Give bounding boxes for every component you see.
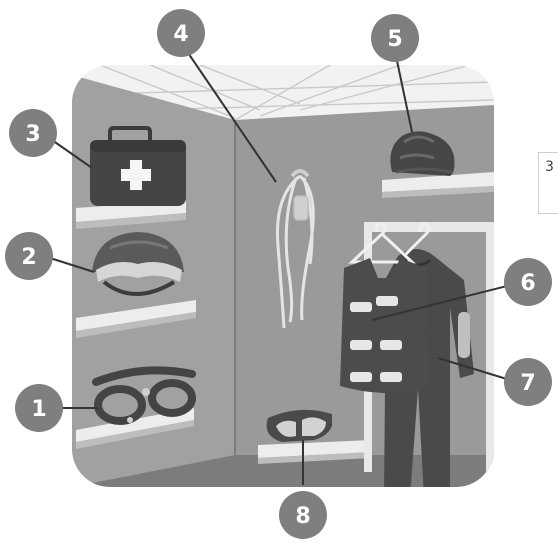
marker-1-label: 1: [31, 397, 46, 422]
marker-4: 4: [157, 9, 205, 57]
marker-6-label: 6: [520, 271, 535, 296]
marker-4-label: 4: [173, 22, 188, 47]
marker-2-label: 2: [21, 245, 36, 270]
marker-8: 8: [279, 491, 327, 539]
marker-5: 5: [371, 14, 419, 62]
room-illustration: [72, 65, 494, 498]
life-vest-icon: [340, 258, 430, 393]
marker-8-label: 8: [295, 504, 310, 529]
side-panel-label: 3: [538, 152, 558, 214]
marker-7: 7: [504, 358, 552, 406]
marker-3: 3: [9, 109, 57, 157]
side-panel-label-text: 3: [545, 159, 554, 175]
marker-1: 1: [15, 384, 63, 432]
marker-5-label: 5: [387, 27, 402, 52]
marker-7-label: 7: [520, 371, 535, 396]
marker-3-label: 3: [25, 122, 40, 147]
marker-2: 2: [5, 232, 53, 280]
marker-6: 6: [504, 258, 552, 306]
